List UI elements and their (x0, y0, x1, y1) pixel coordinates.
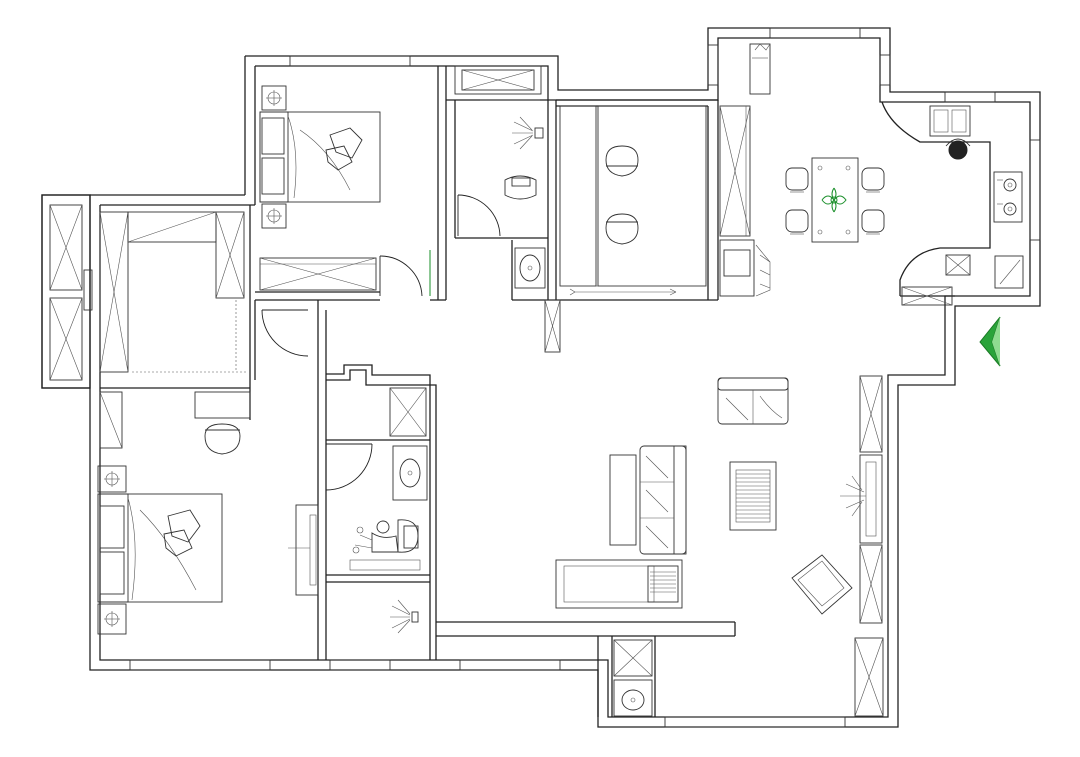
study (559, 105, 771, 297)
shower (512, 116, 544, 150)
refrigerator (994, 255, 1024, 289)
sofa (639, 445, 687, 555)
cook-figure (945, 138, 971, 160)
desk (559, 105, 597, 287)
chair (605, 145, 639, 177)
side-table (609, 454, 637, 546)
interior-walls (100, 66, 991, 717)
tv-stand (859, 454, 883, 544)
dining-chair (861, 167, 885, 193)
sink (392, 445, 428, 501)
living-room (555, 375, 884, 717)
dining-table (811, 157, 859, 243)
north-arrow-icon (979, 316, 1001, 367)
dining-chair (861, 209, 885, 235)
wardrobe (259, 257, 377, 291)
dining-area (749, 43, 885, 243)
dining-chair (785, 167, 809, 193)
dining-chair (785, 209, 809, 235)
nightstand (261, 203, 287, 229)
treadmill (555, 559, 683, 609)
laundry-alcove (613, 639, 653, 717)
plant-icon (821, 187, 847, 213)
bed-top (259, 111, 381, 203)
armchair (717, 377, 789, 425)
nightstand (97, 603, 127, 635)
bedroom-left (97, 391, 319, 635)
bathroom-middle (325, 387, 428, 634)
bathroom-top (454, 65, 561, 353)
stool (204, 423, 241, 455)
chair (605, 213, 639, 245)
bedroom-top (259, 85, 431, 297)
coffee-table (729, 461, 777, 531)
nightstand (261, 85, 287, 111)
shower (390, 599, 419, 634)
toilet (352, 519, 419, 554)
tv-cabinet (295, 504, 319, 596)
toilet (504, 175, 537, 200)
stove (993, 171, 1023, 223)
sink (613, 679, 653, 717)
kitchen (901, 105, 1024, 306)
windows (129, 27, 1041, 728)
washing-machine (613, 639, 653, 677)
kitchen-sink (929, 105, 971, 137)
lounge-chair (791, 554, 853, 615)
nightstand (97, 465, 127, 493)
sink (514, 247, 546, 289)
walk-in-closet (99, 211, 309, 419)
